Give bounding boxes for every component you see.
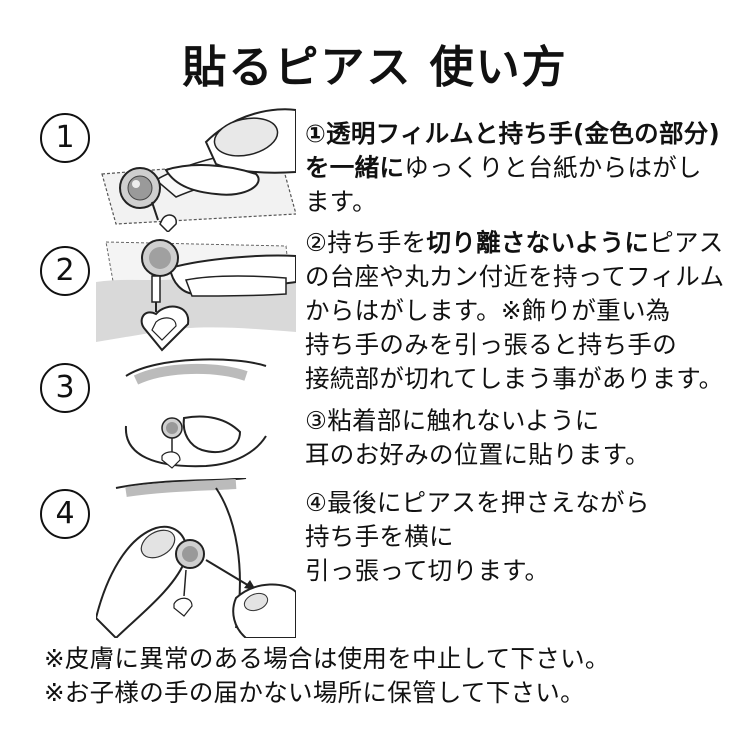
step-1-illustration bbox=[101, 108, 296, 232]
step-2-line-5-seg-1: 接続部が切れてしまう事があります。 bbox=[305, 364, 724, 393]
step-3-line-2: 耳のお好みの位置に貼ります。 bbox=[305, 438, 725, 472]
step-3-line-2-seg-1: 耳のお好みの位置に貼ります。 bbox=[305, 440, 650, 469]
step-1-line-3-seg-1: ます。 bbox=[305, 187, 377, 216]
step-1-line-1-seg-1: ①透明フィルムと持ち手(金色の部分) bbox=[305, 119, 721, 148]
step-2-line-1-seg-2: 切り離さないように bbox=[426, 228, 650, 257]
step-2-line-3-seg-1: からはがします。※飾りが重い為 bbox=[305, 296, 671, 325]
step-2-line-1-seg-3: ピアス bbox=[649, 228, 724, 257]
step-4-text: ④最後にピアスを押さえながら 持ち手を横に 引っ張って切ります。 bbox=[305, 486, 725, 588]
step-2-line-5: 接続部が切れてしまう事があります。 bbox=[305, 362, 725, 396]
page-title: 貼るピアス 使い方 bbox=[182, 42, 568, 93]
step-4-line-3: 引っ張って切ります。 bbox=[305, 554, 725, 588]
step-1-number: 1 bbox=[40, 113, 90, 163]
step-2-line-1-seg-1: ②持ち手を bbox=[305, 228, 427, 257]
step-4-line-2: 持ち手を横に bbox=[305, 520, 725, 554]
step-1-line-1: ①透明フィルムと持ち手(金色の部分) bbox=[305, 117, 725, 151]
step-1-line-2-seg-1: を一緒に bbox=[305, 153, 405, 182]
step-2-text: ②持ち手を切り離さないようにピアス の台座や丸カン付近を持ってフィルム からはが… bbox=[305, 226, 725, 396]
step-3-illustration bbox=[124, 358, 267, 469]
step-4-number: 4 bbox=[40, 489, 90, 539]
step-4-line-1-seg-1: ④最後にピアスを押さえながら bbox=[305, 488, 650, 517]
caution-notes: ※皮膚に異常のある場合は使用を中止して下さい。 ※お子様の手の届かない場所に保管… bbox=[44, 642, 734, 710]
step-2-illustration bbox=[96, 239, 296, 352]
step-4-illustration bbox=[96, 478, 296, 638]
step-4-line-1: ④最後にピアスを押さえながら bbox=[305, 486, 725, 520]
step-2-line-2-seg-1: の台座や丸カン付近を持ってフィルム bbox=[305, 262, 725, 291]
step-2-line-1: ②持ち手を切り離さないようにピアス bbox=[305, 226, 725, 260]
step-2-number: 2 bbox=[40, 246, 90, 296]
step-4-line-3-seg-1: 引っ張って切ります。 bbox=[305, 556, 550, 585]
note-skin-irritation: ※皮膚に異常のある場合は使用を中止して下さい。 bbox=[44, 644, 610, 673]
step-3-line-1-seg-1: ③粘着部に触れないように bbox=[305, 406, 600, 435]
note-keep-away-children: ※お子様の手の届かない場所に保管して下さい。 bbox=[44, 678, 585, 707]
step-2-line-2: の台座や丸カン付近を持ってフィルム bbox=[305, 260, 725, 294]
step-4-line-2-seg-1: 持ち手を横に bbox=[305, 522, 454, 551]
step-1-text: ①透明フィルムと持ち手(金色の部分) を一緒にゆっくりと台紙からはがし ます。 bbox=[305, 117, 725, 219]
step-2-line-4-seg-1: 持ち手のみを引っ張ると持ち手の bbox=[305, 330, 677, 359]
step-1-line-2-seg-2: ゆっくりと台紙からはがし bbox=[404, 153, 702, 182]
step-3-line-1: ③粘着部に触れないように bbox=[305, 404, 725, 438]
step-1-line-3: ます。 bbox=[305, 185, 725, 219]
step-2-line-3: からはがします。※飾りが重い為 bbox=[305, 294, 725, 328]
step-2-line-4: 持ち手のみを引っ張ると持ち手の bbox=[305, 328, 725, 362]
step-3-text: ③粘着部に触れないように 耳のお好みの位置に貼ります。 bbox=[305, 404, 725, 472]
step-1-line-2: を一緒にゆっくりと台紙からはがし bbox=[305, 151, 725, 185]
step-3-number: 3 bbox=[40, 363, 90, 413]
